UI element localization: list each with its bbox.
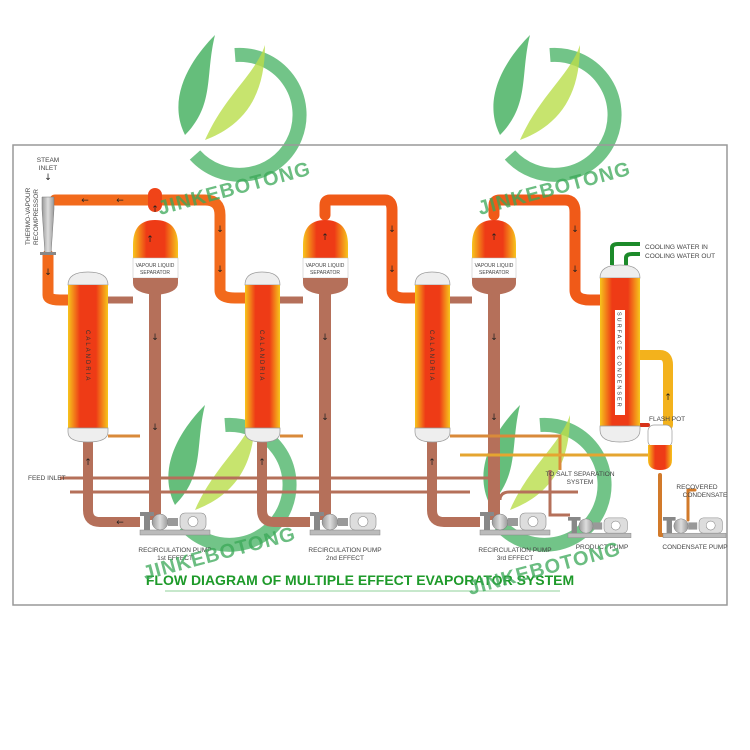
separator-3 <box>471 220 517 295</box>
arrow-down-icon: ↓ <box>216 265 224 275</box>
condensate-pump-label: CONDENSATE PUMP <box>662 544 727 551</box>
arrow-up-icon: ↑ <box>664 393 672 403</box>
diagram-frame <box>12 144 728 606</box>
arrow-up-icon: ↑ <box>146 235 154 245</box>
separator-1 <box>132 220 179 295</box>
flash-pot <box>647 424 673 470</box>
arrow-up-icon: ↑ <box>490 233 498 243</box>
liquid-pipes <box>60 290 650 527</box>
separator-1-label-2: SEPARATOR <box>140 270 170 276</box>
pump-1-sub-label: 1st EFFECT <box>157 555 193 562</box>
arrow-down-icon: ↓ <box>571 265 579 275</box>
separator-2-label: VAPOUR LIQUID <box>306 263 345 269</box>
pump-2-sub-label: 2nd EFFECT <box>326 555 364 562</box>
arrow-down-icon: ↓ <box>490 413 498 423</box>
calandria-1 <box>67 271 109 443</box>
calandria-1-label: CALANDRIA <box>84 330 90 382</box>
feed-inlet-label: FEED INLET <box>28 475 66 482</box>
salt-separation-label-2: SYSTEM <box>567 479 594 486</box>
arrow-up-icon: ↑ <box>321 233 329 243</box>
arrow-up-icon: ↑ <box>258 458 266 468</box>
flow-arrows: ↓ ↓ ← ← ↑ ↑ ↓ ↓ ↑ ↓ ↓ ↑ ↓ ↓ ↓ ↓ ↓ ↓ ↓ ↓ … <box>44 173 672 528</box>
thermo-vapour-recompressor <box>40 196 56 255</box>
recirculation-pump-2 <box>309 511 381 536</box>
arrow-down-icon: ↓ <box>216 225 224 235</box>
pump-3-label: RECIRCULATION PUMP <box>478 547 551 554</box>
cooling-water-pipes <box>610 242 640 265</box>
steam-inlet-label-2: INLET <box>39 165 57 172</box>
cooling-water-in-label: COOLING WATER IN <box>645 244 708 251</box>
condensate-pump <box>662 516 727 539</box>
arrow-left-icon: ← <box>116 196 124 206</box>
recovered-condensate-label: RECOVERED <box>676 484 717 491</box>
separator-3-label: VAPOUR LIQUID <box>475 263 514 269</box>
arrow-down-icon: ↓ <box>388 225 396 235</box>
recirculation-pump-3 <box>479 511 551 536</box>
svg-text:JINKEBOTONG: JINKEBOTONG <box>156 158 314 220</box>
diagram-title: FLOW DIAGRAM OF MULTIPLE EFFECT EVAPORAT… <box>146 572 574 588</box>
tvr-label-2: RECOMPRESSOR <box>33 189 40 245</box>
vapour-pipes <box>42 188 697 537</box>
svg-text:JINKEBOTONG: JINKEBOTONG <box>476 158 634 220</box>
arrow-up-icon: ↑ <box>428 458 436 468</box>
pump-2-label: RECIRCULATION PUMP <box>308 547 381 554</box>
arrow-down-icon: ↓ <box>151 423 159 433</box>
tvr-label: THERMO-VAPOUR <box>25 187 32 245</box>
pump-1-label: RECIRCULATION PUMP <box>138 547 211 554</box>
calandria-3 <box>414 271 451 443</box>
calandria-2 <box>244 271 281 443</box>
steam-inlet-label: STEAM <box>37 157 59 164</box>
arrow-down-icon: ↓ <box>490 333 498 343</box>
arrow-left-icon: ← <box>81 196 89 206</box>
arrow-down-icon: ↓ <box>321 333 329 343</box>
arrow-left-icon: ← <box>116 518 124 528</box>
arrow-down-icon: ↓ <box>151 333 159 343</box>
calandria-3-label: CALANDRIA <box>428 330 434 382</box>
recirculation-pump-1 <box>139 511 211 536</box>
cooling-water-out-label: COOLING WATER OUT <box>645 253 715 260</box>
arrow-up-icon: ↑ <box>151 205 159 215</box>
recovered-condensate-label-2: CONDENSATE <box>683 492 728 499</box>
separator-2 <box>302 220 349 295</box>
arrow-down-icon: ↓ <box>44 173 52 183</box>
salt-separation-label: TO SALT SEPARATION <box>545 471 614 478</box>
separator-1-label: VAPOUR LIQUID <box>136 263 175 269</box>
separator-3-label-2: SEPARATOR <box>479 270 509 276</box>
surface-condenser: SURFACE CONDENSER <box>599 264 641 443</box>
product-pump-label: PRODUCT PUMP <box>576 544 629 551</box>
arrow-down-icon: ↓ <box>571 225 579 235</box>
calandria-2-label: CALANDRIA <box>258 330 264 382</box>
arrow-down-icon: ↓ <box>388 265 396 275</box>
pump-3-sub-label: 3rd EFFECT <box>497 555 534 562</box>
flash-pot-label: FLASH POT <box>649 416 685 423</box>
arrow-down-icon: ↓ <box>44 268 52 278</box>
arrow-down-icon: ↓ <box>321 413 329 423</box>
arrow-up-icon: ↑ <box>84 458 92 468</box>
separator-2-label-2: SEPARATOR <box>310 270 340 276</box>
surface-condenser-label: SURFACE CONDENSER <box>616 312 622 409</box>
